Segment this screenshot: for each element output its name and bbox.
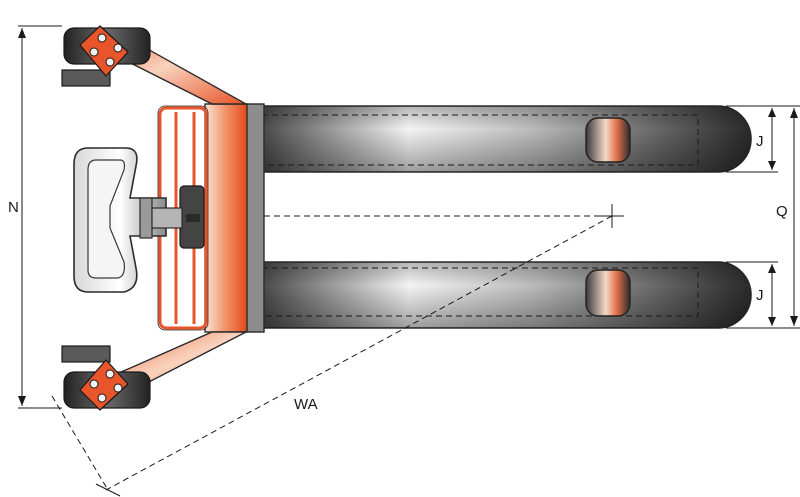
upper-steering-wheel [61,25,151,87]
upper-fork [261,105,752,173]
dimension-j-top: J [726,108,778,173]
chassis-body [204,103,248,333]
lower-load-roller [585,269,631,317]
dimension-n: N [8,25,62,409]
hydraulic-pump [179,185,205,249]
lower-steering-wheel [61,345,151,411]
wa-diagonal [105,215,613,491]
upper-load-roller [585,117,631,163]
dimension-q: Q [726,105,800,329]
label-q: Q [776,203,788,220]
dimension-j-bottom: J [726,261,778,326]
label-wa: WA [294,396,318,413]
upper-fork-inner-dashed-outline [261,114,699,166]
label-n: N [8,199,19,216]
tiller-handle [73,147,183,293]
label-j-bottom: J [756,287,764,304]
lower-fork [261,261,752,329]
dimension-wa: WA [51,204,624,497]
label-j-top: J [756,133,764,150]
wa-wheel-guide [51,395,109,491]
